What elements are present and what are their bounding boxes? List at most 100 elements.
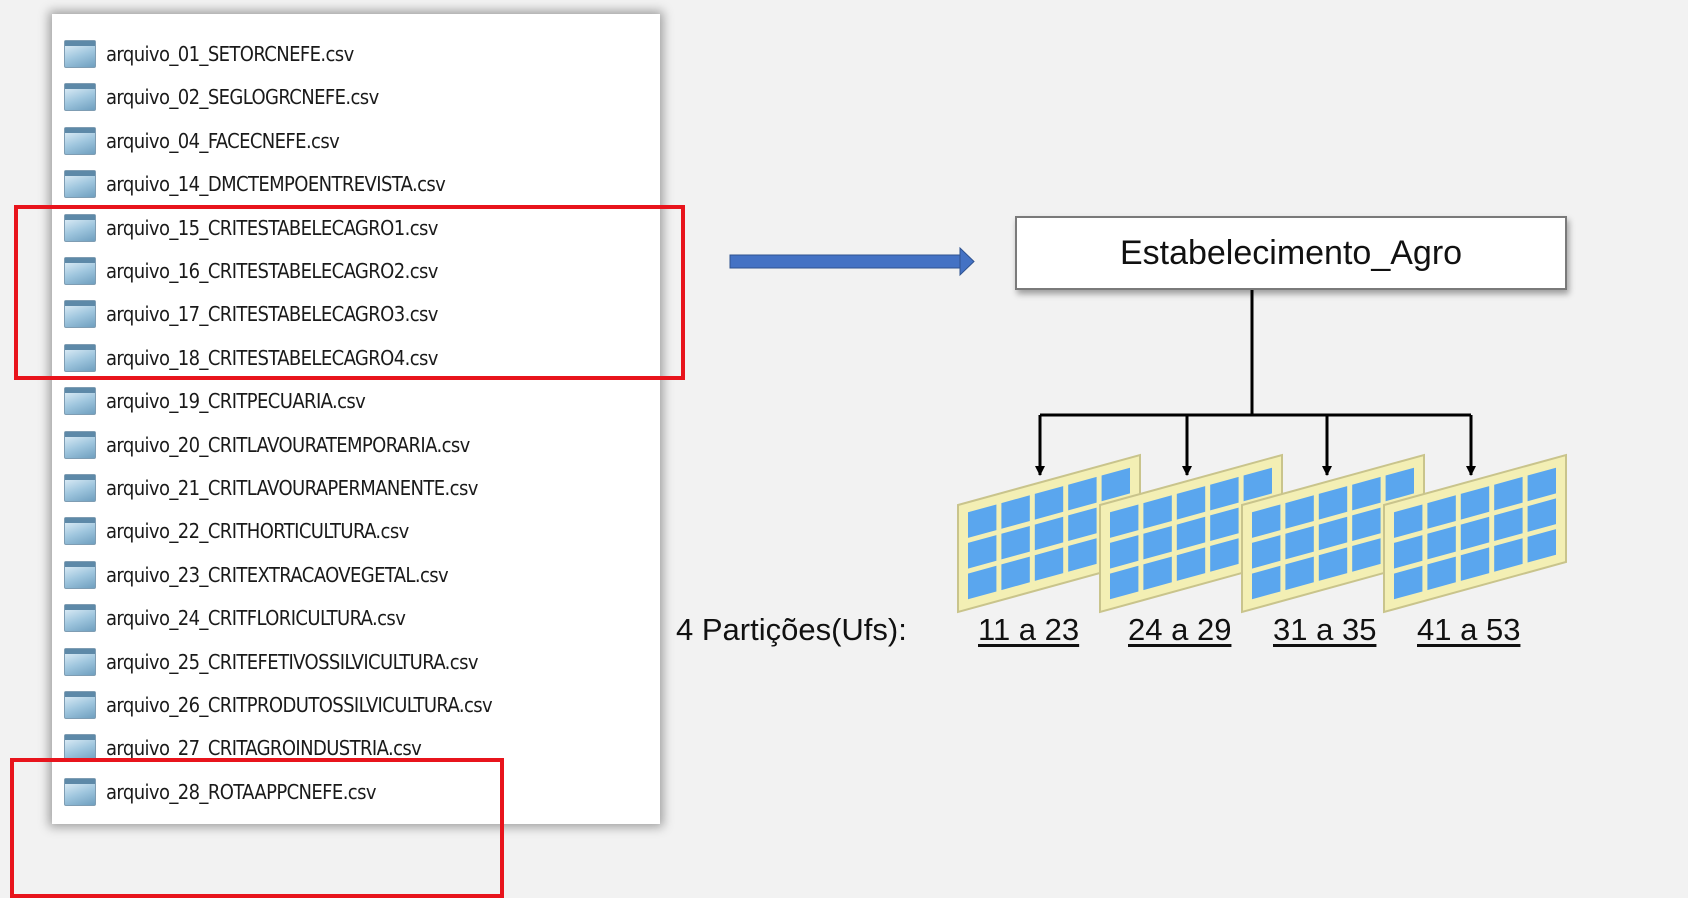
table-cell [1252, 535, 1281, 569]
file-name: arquivo_21_CRITLAVOURAPERMANENTE.csv [106, 476, 478, 500]
partition-range-4: 41 a 53 [1417, 612, 1521, 647]
table-cell [1527, 529, 1556, 563]
table-cell [1527, 467, 1556, 502]
table-cell [1034, 486, 1064, 520]
table-cell [1285, 495, 1314, 529]
csv-file-icon [64, 604, 96, 633]
table-cell [1494, 538, 1523, 572]
csv-file-icon [64, 560, 96, 589]
table-cell [1068, 476, 1097, 511]
file-list-item[interactable]: arquivo_23_CRITEXTRACAOVEGETAL.csv [64, 555, 449, 595]
table-cell [1110, 535, 1139, 569]
partition-table-icon [1383, 453, 1567, 614]
table-cell [1494, 507, 1523, 542]
table-cell [1176, 516, 1206, 551]
table-cell [1243, 467, 1272, 502]
file-list-item[interactable]: arquivo_14_DMCTEMPOENTREVISTA.csv [64, 164, 446, 204]
csv-file-icon [64, 343, 96, 372]
table-cell [1252, 565, 1281, 600]
csv-file-icon [64, 83, 96, 112]
table-cell [1285, 525, 1314, 560]
table-cell [1101, 467, 1130, 502]
file-list-item[interactable]: arquivo_16_CRITESTABELECAGRO2.csv [64, 251, 438, 291]
table-cell [1460, 547, 1490, 581]
file-list-item[interactable]: arquivo_28_ROTAAPPCNEFE.csv [64, 772, 377, 812]
table-cell [1210, 476, 1239, 511]
csv-file-icon [64, 40, 96, 68]
file-list-item[interactable]: arquivo_24_CRITFLORICULTURA.csv [64, 598, 406, 638]
file-name: arquivo_20_CRITLAVOURATEMPORARIA.csv [106, 432, 470, 457]
csv-file-icon [64, 430, 96, 459]
file-list-item[interactable]: arquivo_02_SEGLOGRCNEFE.csv [64, 77, 379, 117]
table-cell [1427, 495, 1456, 529]
table-cell [1527, 498, 1556, 532]
file-name: arquivo_24_CRITFLORICULTURA.csv [106, 606, 406, 631]
file-list-item[interactable]: arquivo_15_CRITESTABELECAGRO1.csv [64, 208, 438, 248]
table-cell [1143, 556, 1172, 591]
file-name: arquivo_15_CRITESTABELECAGRO1.csv [106, 215, 438, 240]
file-list-item[interactable]: arquivo_26_CRITPRODUTOSSILVICULTURA.csv [64, 685, 493, 725]
file-name: arquivo_26_CRITPRODUTOSSILVICULTURA.csv [106, 693, 493, 717]
entity-name: Estabelecimento_Agro [1119, 233, 1463, 272]
table-cell [1318, 516, 1348, 551]
table-cell [968, 504, 997, 538]
csv-file-icon [64, 213, 96, 242]
highlight-box-agro-files [14, 205, 685, 380]
table-cell [1143, 495, 1172, 529]
table-cell [1110, 565, 1139, 600]
table-cell [1034, 516, 1064, 551]
table-cell [1110, 504, 1139, 538]
table-cell [1352, 476, 1381, 511]
file-name: arquivo_25_CRITEFETIVOSSILVICULTURA.csv [106, 649, 479, 674]
table-cell [1034, 547, 1064, 581]
table-cell [1460, 516, 1490, 551]
table-cell [968, 535, 997, 569]
partition-range-2: 24 a 29 [1128, 612, 1232, 647]
blue-arrow [729, 246, 975, 277]
file-list-item[interactable]: arquivo_25_CRITEFETIVOSSILVICULTURA.csv [64, 642, 479, 682]
file-name: arquivo_01_SETORCNEFE.csv [106, 42, 354, 66]
table-cell [1494, 476, 1523, 511]
table-cell [1252, 504, 1281, 538]
csv-file-icon [64, 517, 96, 546]
csv-file-icon [64, 474, 96, 502]
csv-file-icon [64, 126, 96, 155]
file-list-item[interactable]: arquivo_27_CRITAGROINDUSTRIA.csv [64, 728, 422, 768]
csv-file-icon [64, 300, 96, 329]
file-name: arquivo_23_CRITEXTRACAOVEGETAL.csv [106, 562, 449, 587]
file-list-item[interactable]: arquivo_18_CRITESTABELECAGRO4.csv [64, 338, 438, 378]
file-list-item[interactable]: arquivo_04_FACECNEFE.csv [64, 121, 340, 161]
file-list-item[interactable]: arquivo_21_CRITLAVOURAPERMANENTE.csv [64, 468, 478, 508]
file-name: arquivo_18_CRITESTABELECAGRO4.csv [106, 345, 438, 370]
file-list-item[interactable]: arquivo_19_CRITPECUARIA.csv [64, 381, 366, 421]
file-name: arquivo_22_CRITHORTICULTURA.csv [106, 519, 409, 544]
file-list-item[interactable]: arquivo_22_CRITHORTICULTURA.csv [64, 511, 409, 551]
file-name: arquivo_02_SEGLOGRCNEFE.csv [106, 85, 379, 110]
table-cell [1427, 556, 1456, 591]
table-cell [1352, 507, 1381, 542]
file-name: arquivo_04_FACECNEFE.csv [106, 128, 340, 153]
file-list-panel: arquivo_01_SETORCNEFE.csv arquivo_02_SEGL… [52, 14, 660, 824]
partition-range-1: 11 a 23 [978, 612, 1080, 647]
partition-table-icon [957, 453, 1141, 614]
table-cell [1285, 556, 1314, 591]
table-cell [968, 565, 997, 600]
csv-file-icon [64, 777, 96, 806]
csv-file-icon [64, 170, 96, 199]
file-name: arquivo_28_ROTAAPPCNEFE.csv [106, 779, 377, 804]
file-name: arquivo_19_CRITPECUARIA.csv [106, 389, 366, 414]
partition-range-3: 31 a 35 [1273, 612, 1377, 647]
table-cell [1001, 525, 1030, 560]
file-list-item[interactable]: arquivo_20_CRITLAVOURATEMPORARIA.csv [64, 425, 470, 465]
table-cell [1385, 467, 1414, 502]
table-cell [1460, 486, 1490, 520]
file-name: arquivo_27_CRITAGROINDUSTRIA.csv [106, 736, 422, 761]
file-list-item[interactable]: arquivo_01_SETORCNEFE.csv [64, 34, 354, 74]
file-name: arquivo_16_CRITESTABELECAGRO2.csv [106, 259, 438, 283]
table-cell [1068, 538, 1097, 572]
table-cell [1210, 507, 1239, 542]
csv-file-icon [64, 257, 96, 285]
file-list-item[interactable]: arquivo_17_CRITESTABELECAGRO3.csv [64, 294, 438, 334]
table-cell [1427, 525, 1456, 560]
